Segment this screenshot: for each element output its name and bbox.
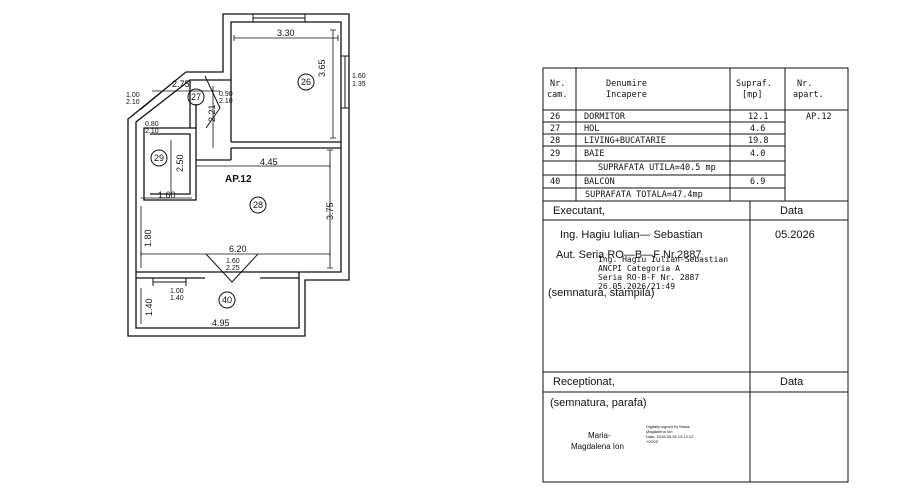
dim-275: 2.75 (172, 79, 190, 89)
door-26-bot: 2.10 (219, 98, 233, 105)
stamp-line: Seria RO-B-F Nr. 2887 (598, 273, 700, 282)
wall-29 (143, 127, 197, 201)
row-nr: 28 (550, 136, 561, 146)
stamp-line: 26.05.2026/21:49 (598, 282, 676, 291)
row-area: 4.0 (750, 149, 766, 159)
room-marker-26-label: 26 (301, 77, 312, 87)
executant-date-label: Data (780, 205, 804, 217)
floor-plan (127, 13, 350, 337)
receptionat-sign-hint: (semnatura, parafa) (550, 397, 647, 409)
header-nr-cam-1: Nr. (550, 79, 566, 89)
grand-total: SUPRAFATA TOTALA=47.4mp (585, 190, 703, 200)
digital-signature-line: Digitally signed by Maria- (646, 424, 691, 429)
wall-28-top (196, 148, 232, 161)
room-marker-29 (150, 149, 168, 167)
executant-date: 05.2026 (775, 229, 815, 241)
room-marker-40 (218, 291, 236, 309)
digital-signature-line: Date: 2026.05.26 13:12:12 (646, 434, 694, 439)
executant-name: Ing. Hagiu Iulian— Sebastian (560, 229, 703, 241)
window-right-top: 1.60 (352, 73, 366, 80)
row-name: DORMITOR (584, 112, 625, 122)
room-marker-29-label: 29 (154, 153, 165, 163)
header-denumire-2: Incapere (606, 90, 647, 100)
door-29-top: 0.80 (145, 121, 159, 128)
room-marker-26 (297, 73, 315, 91)
row-area: 12.1 (748, 112, 769, 122)
header-denumire-1: Denumire (606, 79, 647, 89)
header-supraf-2: [mp] (742, 90, 763, 100)
executant-sign-hint: (semnatura, stampila) (548, 287, 655, 299)
digital-signature-line: +03'00' (646, 439, 659, 444)
door-balcony-top: 1.60 (226, 258, 240, 265)
stamp-line: Ing. Hagiu Iulian-Sebastian (598, 255, 729, 264)
dim-160: 1.60 (158, 190, 176, 200)
wall-hol (189, 80, 197, 128)
header-nr-apart-1: Nr. (797, 79, 813, 89)
row-area: 19.8 (748, 136, 769, 146)
room-marker-28-label: 28 (253, 200, 264, 210)
window-balcony-bot: 1.40 (170, 295, 184, 302)
outer-wall (127, 13, 350, 337)
executant-auth: Aut. Seria RO—B—F Nr.2887 (556, 249, 702, 261)
stamp-line: ANCPI Categoria A (598, 264, 680, 273)
dim-330: 3.30 (277, 28, 295, 38)
receptionat-date-label: Data (780, 376, 804, 388)
wall-29-inner (150, 133, 191, 195)
digital-signature-line: Magdalena Ion (646, 429, 673, 434)
signer-name: Magdalena Ion (571, 442, 624, 451)
useful-total: SUPRAFATA UTILA=40.5 mp (598, 163, 716, 173)
door-balcony-bot: 2.25 (226, 265, 240, 272)
window-right-bot: 1.35 (352, 81, 366, 88)
balcony-nr: 40 (550, 177, 561, 187)
room-marker-27-label: 27 (191, 92, 202, 102)
wall-26 (231, 141, 341, 149)
row-nr: 29 (550, 149, 561, 159)
apartment-label: AP.12 (225, 174, 252, 185)
row-nr: 26 (550, 112, 561, 122)
apart-value: AP.12 (806, 112, 832, 122)
room-marker-40-label: 40 (222, 295, 233, 305)
dim-495: 4.95 (212, 318, 230, 328)
door-26-top: 0.90 (219, 91, 233, 98)
receptionat-label: Receptionat, (553, 376, 615, 388)
balcony-area: 6.9 (750, 177, 766, 187)
signer-name: Maria- (588, 431, 611, 440)
header-nr-cam-2: cam. (547, 90, 568, 100)
door-27-bot: 2.10 (126, 99, 140, 106)
wall-28-bottom (136, 271, 299, 279)
window-balcony-top: 1.00 (170, 288, 184, 295)
room-marker-28 (249, 196, 267, 214)
door-29-bot: 2.10 (145, 128, 159, 135)
header-supraf-1: Supraf. (736, 79, 772, 89)
dim-620: 6.20 (229, 244, 247, 254)
room-marker-27 (187, 88, 205, 106)
door-27-top: 1.00 (126, 92, 140, 99)
row-name: BAIE (584, 149, 605, 159)
row-name: HOL (584, 124, 600, 134)
dim-445: 4.45 (260, 157, 278, 167)
balcony-name: BALCON (584, 177, 615, 187)
header-nr-apart-2: apart. (793, 90, 824, 100)
row-name: LIVING+BUCATARIE (584, 136, 666, 146)
executant-label: Executant, (553, 205, 605, 217)
row-area: 4.6 (750, 124, 766, 134)
row-nr: 27 (550, 124, 561, 134)
